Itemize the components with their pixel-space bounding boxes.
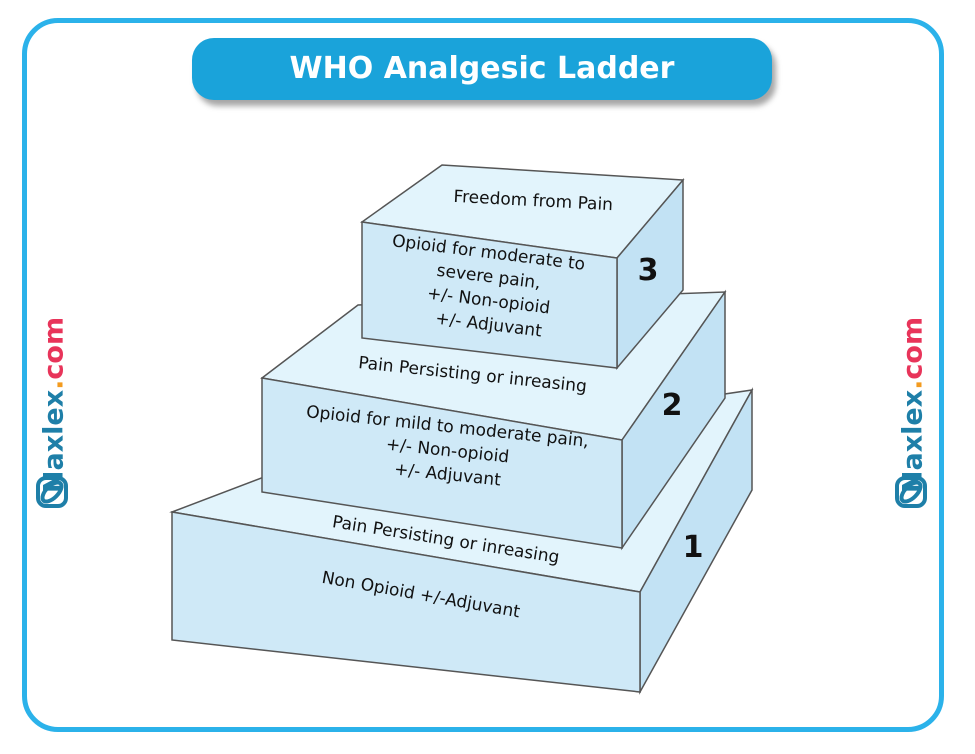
naxlex-cross-icon bbox=[895, 476, 927, 508]
step-1-number: 1 bbox=[683, 530, 704, 565]
diagram-title: WHO Analgesic Ladder bbox=[192, 38, 772, 100]
step-2-front bbox=[261, 377, 623, 549]
step-3-block bbox=[360, 164, 685, 371]
step-2-number: 2 bbox=[662, 388, 683, 423]
step-1-front bbox=[171, 511, 641, 693]
naxlex-cross-icon bbox=[36, 476, 68, 508]
diagram-frame bbox=[22, 18, 944, 732]
step-3-front bbox=[361, 221, 618, 369]
step-3-number: 3 bbox=[638, 253, 659, 288]
